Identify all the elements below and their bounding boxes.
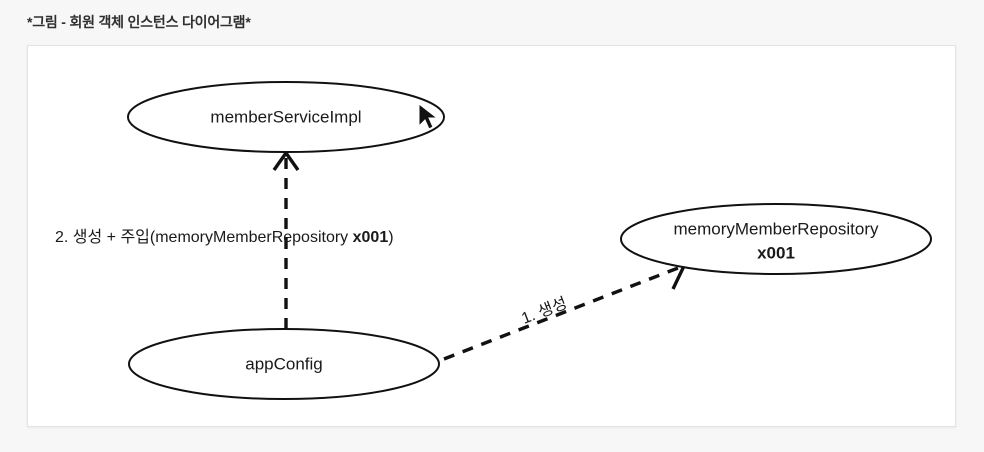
page-title: *그림 - 회원 객체 인스턴스 다이어그램*: [27, 14, 251, 30]
node-app-config[interactable]: appConfig: [128, 328, 440, 400]
object-instance-diagram: 2. 생성 + 주입(memoryMemberRepository x001) …: [55, 81, 932, 400]
diagram-card: 2. 생성 + 주입(memoryMemberRepository x001) …: [27, 45, 956, 427]
edge-label-bold: x001: [353, 229, 389, 246]
node-memory-member-repository-id: x001: [757, 243, 795, 262]
edge-create-line: [443, 266, 679, 361]
node-memory-member-repository-shape[interactable]: [620, 203, 932, 275]
edge-create-inject-label: 2. 생성 + 주입(memoryMemberRepository x001): [55, 228, 394, 246]
node-memory-member-repository[interactable]: memoryMemberRepository x001: [620, 203, 932, 275]
node-app-config-label: appConfig: [245, 354, 323, 373]
edge-label-prefix: 2. 생성 + 주입(memoryMemberRepository: [55, 228, 353, 246]
node-member-service-impl-shape[interactable]: [127, 81, 445, 153]
edge-create-inject: 2. 생성 + 주입(memoryMemberRepository x001): [55, 150, 394, 329]
mouse-pointer-shape: [418, 102, 439, 130]
node-app-config-shape[interactable]: [128, 328, 440, 400]
node-member-service-impl[interactable]: memberServiceImpl: [127, 81, 445, 153]
node-memory-member-repository-label: memoryMemberRepository: [674, 219, 879, 238]
edge-label-suffix: ): [388, 229, 393, 246]
edge-create: 1. 생성: [443, 255, 687, 361]
mouse-pointer-icon: [418, 102, 439, 130]
edge-create-label: 1. 생성: [519, 294, 570, 328]
node-member-service-impl-label: memberServiceImpl: [210, 107, 361, 126]
